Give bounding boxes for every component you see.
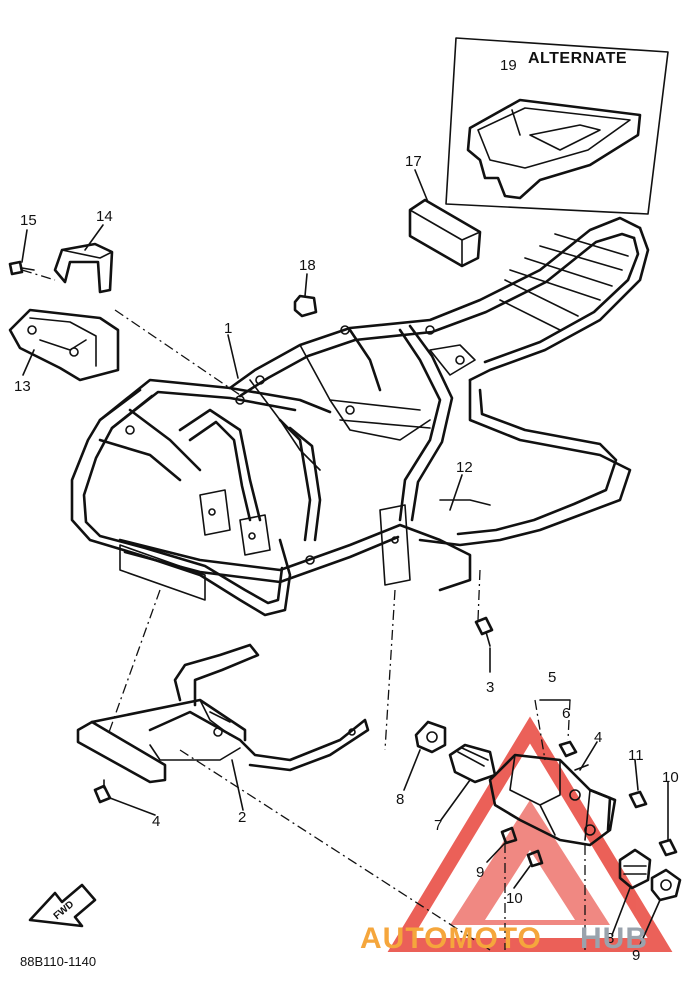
callout-3: 3 — [486, 679, 494, 696]
alternate-box — [445, 37, 669, 215]
callout-10-a: 9 — [476, 864, 484, 881]
part-13-link — [439, 499, 491, 506]
callout-12: 11 — [628, 747, 644, 764]
forward-label: FWD — [52, 899, 77, 922]
callout-4: 4 — [152, 813, 160, 830]
callout-11: 10 — [662, 769, 679, 786]
pivot-assembly — [414, 720, 682, 902]
part-18-bushing — [293, 294, 318, 318]
part-15-handle — [53, 242, 114, 294]
callout-1: 1 — [224, 320, 232, 337]
callout-19: 19 — [500, 57, 517, 74]
part-14-bracket — [8, 308, 120, 382]
callout-2: 2 — [238, 809, 246, 826]
part-1-main-frame — [70, 216, 650, 617]
callout-10-b: 10 — [506, 890, 523, 907]
callout-6: 5 — [548, 669, 556, 686]
callout-8-right: 8 — [606, 930, 614, 947]
part-9-washer-left — [414, 720, 447, 754]
callout-5: 4 — [594, 729, 602, 746]
guide-lines — [21, 109, 586, 951]
callout-7: 6 — [562, 705, 570, 722]
callout-17: 17 — [405, 153, 422, 170]
callout-9-right: 9 — [632, 947, 640, 964]
watermark-text: AUTOMOTO HUB — [360, 922, 648, 955]
callout-8-left: 7 — [434, 817, 442, 834]
part-16-bolt — [8, 260, 35, 276]
part-17-block — [408, 198, 482, 268]
callout-13: 12 — [456, 459, 473, 476]
part-9-washer-right — [650, 868, 682, 902]
part-2-subframe — [76, 643, 370, 784]
callout-16: 15 — [20, 212, 37, 229]
callout-9-left: 8 — [396, 791, 404, 808]
callout-14: 13 — [14, 378, 31, 395]
part-10-bolt-a — [500, 826, 518, 845]
forward-arrow-icon: FWD — [28, 883, 97, 928]
watermark-part2: HUB — [580, 922, 648, 955]
watermark-part1: AUTOMOTO — [360, 922, 542, 955]
callout-15: 14 — [96, 208, 113, 225]
part-4-bolt — [93, 779, 112, 804]
drawing-code: 88B110-1140 — [20, 954, 96, 969]
part-12-bolt — [628, 790, 648, 809]
part-7-nut — [558, 740, 578, 758]
part-11-bolt — [658, 838, 678, 857]
part-10-bolt-b — [526, 849, 544, 868]
callout-labels: 19 17 15 14 18 13 1 12 3 5 6 4 11 10 8 7… — [14, 57, 679, 964]
part-19-tray — [466, 98, 642, 200]
part-8-boot-left — [448, 743, 497, 784]
part-3-bolt — [474, 616, 494, 647]
callout-18: 18 — [299, 257, 316, 274]
callout-leaders — [21, 169, 669, 946]
alternate-label: ALTERNATE — [528, 50, 627, 67]
part-8-boot-right — [618, 848, 652, 890]
